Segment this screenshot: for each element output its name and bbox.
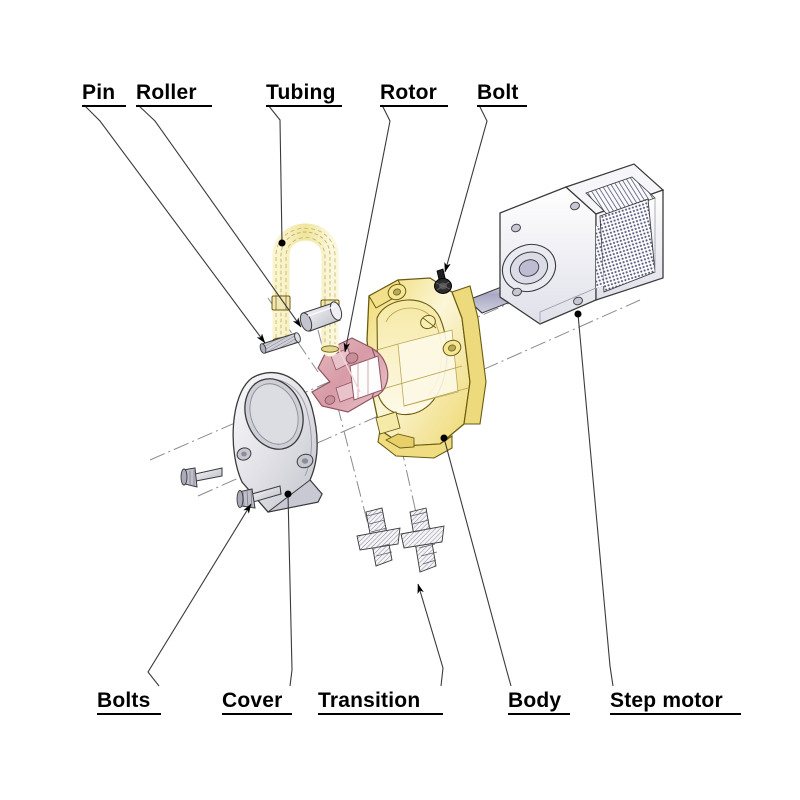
label-rotor[interactable]: Rotor: [380, 82, 448, 107]
part-body[interactable]: [366, 277, 487, 459]
label-pin[interactable]: Pin: [82, 82, 126, 107]
motor-flange-bolt-holes: [511, 201, 583, 306]
leader-transition: [417, 583, 444, 687]
label-roller[interactable]: Roller: [136, 82, 212, 107]
label-transition[interactable]: Transition: [318, 690, 443, 715]
rotor-hub: [324, 352, 359, 405]
leader-bolt: [444, 104, 488, 273]
cover-boss-right: [296, 453, 314, 469]
motor-front-boss: [501, 243, 557, 293]
label-tubing[interactable]: Tubing: [266, 82, 342, 107]
transition-fitting-2: [400, 507, 445, 573]
label-step-motor[interactable]: Step motor: [610, 690, 741, 715]
part-tubing[interactable]: [271, 223, 340, 357]
part-step-motor[interactable]: [467, 163, 665, 325]
label-bolts[interactable]: Bolts: [97, 690, 161, 715]
part-cover[interactable]: [232, 371, 323, 513]
label-cover[interactable]: Cover: [222, 690, 292, 715]
leader-rotor: [343, 104, 391, 353]
leader-pin: [83, 104, 266, 344]
leader-roller: [137, 104, 302, 328]
leader-tubing: [267, 104, 286, 247]
leader-body: [440, 434, 512, 687]
transition-fitting-1: [356, 507, 401, 567]
part-rotor[interactable]: [311, 337, 396, 413]
leader-step-motor: [574, 310, 614, 687]
part-transition[interactable]: [356, 507, 445, 573]
cover-boss-left: [236, 447, 252, 461]
label-body[interactable]: Body: [508, 690, 570, 715]
body-port: [420, 314, 437, 330]
body-mounting-lug-right: [442, 339, 462, 357]
leader-lines: [83, 104, 614, 687]
part-bolts[interactable]: [180, 467, 282, 509]
cover-bolt-1: [180, 467, 223, 488]
cover-bolt-2: [236, 485, 282, 509]
body-mounting-lug-top: [387, 283, 407, 301]
label-bolt[interactable]: Bolt: [477, 82, 527, 107]
leader-cover: [284, 490, 293, 687]
part-bolt[interactable]: [434, 268, 452, 294]
tubing-clamp-left: [271, 295, 291, 311]
part-pin[interactable]: [259, 332, 302, 354]
leader-bolts: [147, 503, 252, 687]
part-roller[interactable]: [298, 300, 344, 332]
